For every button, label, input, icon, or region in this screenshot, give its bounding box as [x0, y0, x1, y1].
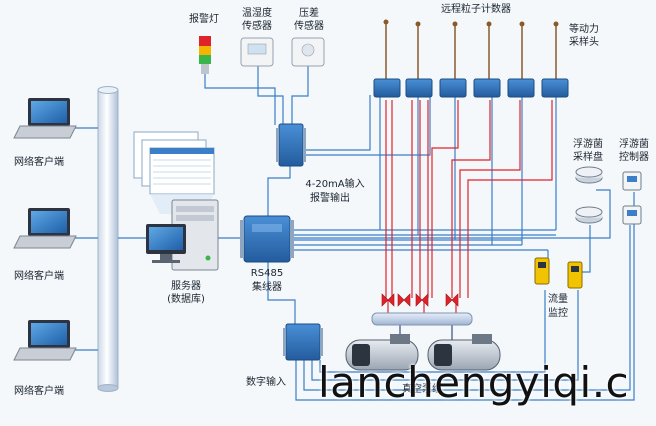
analog-io-label-line2: 报警输出 [310, 193, 350, 204]
monitoring-software-screens [133, 131, 215, 214]
plankton-sampling-plate-2 [575, 206, 603, 224]
watermark-text: lanchengyiqi.c [318, 358, 630, 407]
differential-pressure-sensor [291, 37, 325, 67]
rs485-label-line2: 集线器 [252, 282, 282, 293]
network-client-label-1: 网络客户端 [14, 157, 64, 168]
remote-counter-label: 远程粒子计数器 [441, 4, 511, 15]
solenoid-valves [381, 293, 459, 307]
plankton-controller-label-line2: 控制器 [619, 152, 649, 163]
laptop-client-3 [13, 320, 77, 361]
temp-humidity-label-line1: 温湿度 [242, 8, 272, 19]
temp-humidity-sensor [240, 37, 274, 67]
red-sample-tubes [385, 100, 553, 318]
rs485-label-line1: RS485 [250, 268, 284, 279]
laptop-client-1 [13, 98, 77, 139]
isokinetic-sampler-label-line1: 等动力 [569, 24, 599, 35]
vacuum-manifold [371, 312, 473, 342]
plankton-controller-1 [622, 171, 642, 191]
network-client-label-3: 网络客户端 [14, 386, 64, 397]
analog-io-label-line1: 4-20mA输入 [305, 179, 365, 190]
particle-counter-1 [373, 19, 401, 98]
particle-counter-4 [473, 21, 501, 98]
flow-monitor-2 [567, 261, 583, 289]
pressure-diff-label-line2: 传感器 [294, 21, 324, 32]
vacuum-pump-2 [427, 334, 501, 371]
plankton-controller-label-line1: 浮游菌 [619, 139, 649, 150]
flow-monitor-label-line2: 监控 [548, 308, 568, 319]
particle-counter-6 [541, 21, 569, 98]
digital-input-label: 数字输入 [246, 377, 286, 388]
plankton-plate-label-line1: 浮游菌 [573, 139, 603, 150]
server-label-line2: (数据库) [167, 294, 205, 305]
server-computer [146, 199, 219, 271]
digital-input-module [283, 323, 323, 361]
blue-cables [72, 66, 635, 401]
plankton-sampling-plate-1 [575, 166, 603, 184]
particle-counter-5 [507, 21, 535, 98]
vacuum-pump-label: 真空泵组 [402, 384, 442, 395]
temp-humidity-label-line2: 传感器 [242, 21, 272, 32]
pressure-diff-label-line1: 压差 [299, 8, 319, 19]
server-label-line1: 服务器 [171, 281, 201, 292]
flow-monitor-1 [534, 257, 550, 285]
vacuum-pump-1 [345, 334, 419, 371]
analog-io-module [276, 123, 306, 167]
particle-counter-3 [439, 21, 467, 98]
rs485-hub [240, 215, 294, 263]
laptop-client-2 [13, 208, 77, 249]
alarm-light-label: 报警灯 [189, 14, 219, 25]
isokinetic-sampler-label-line2: 采样头 [569, 37, 599, 48]
remote-particle-counters [373, 19, 569, 98]
flow-monitor-label-line1: 流量 [548, 294, 568, 305]
alarm-light [199, 36, 211, 74]
network-client-label-2: 网络客户端 [14, 271, 64, 282]
plankton-controller-2 [622, 205, 642, 225]
network-backbone-pipe [97, 86, 119, 392]
particle-counter-2 [405, 21, 433, 98]
plankton-plate-label-line2: 采样盘 [573, 152, 603, 163]
